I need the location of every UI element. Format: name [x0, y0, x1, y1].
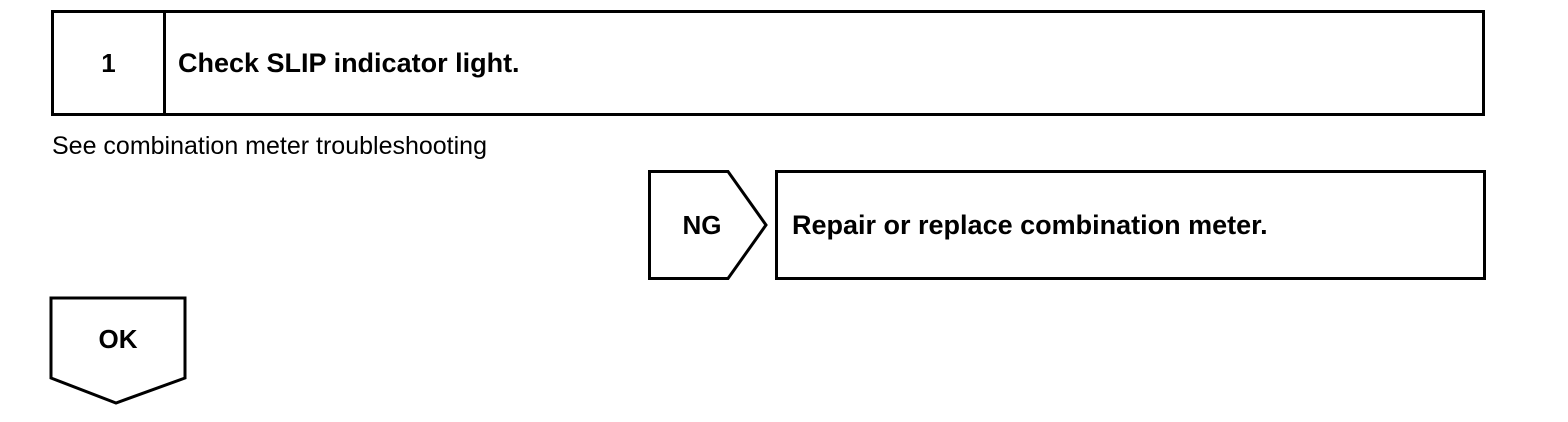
reference-note: See combination meter troubleshooting — [52, 132, 487, 160]
ng-label: NG — [682, 209, 722, 240]
step-title: Check SLIP indicator light. — [178, 47, 520, 78]
ng-action-box: Repair or replace combination meter. — [775, 170, 1486, 280]
step-box: 1 Check SLIP indicator light. — [51, 10, 1485, 116]
ng-arrow-shape — [648, 170, 768, 280]
step-number: 1 — [54, 13, 166, 113]
ok-label: OK — [98, 323, 138, 354]
ok-arrow-shape — [49, 296, 187, 405]
